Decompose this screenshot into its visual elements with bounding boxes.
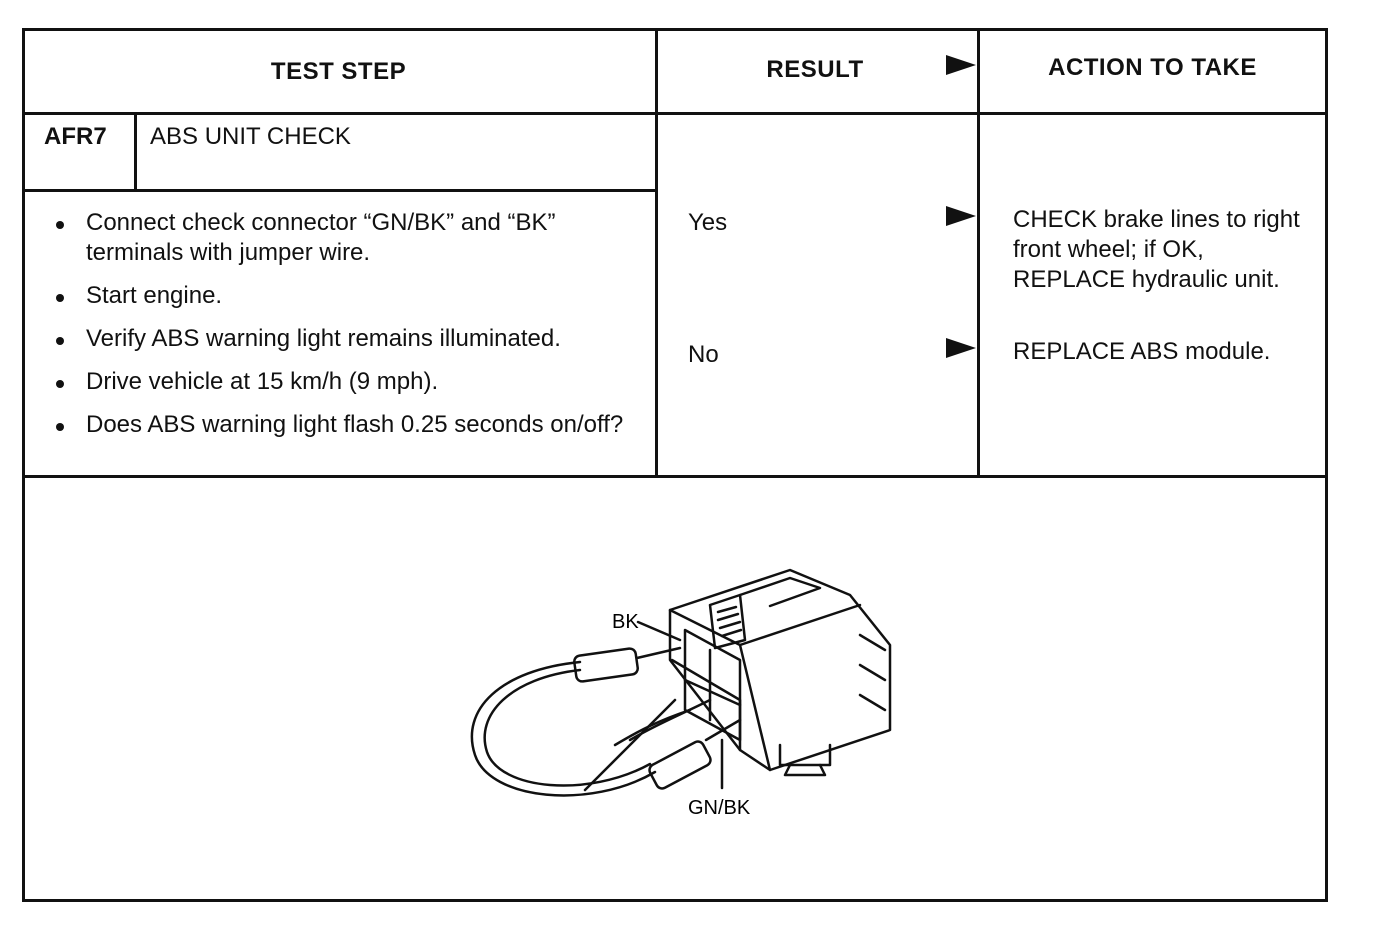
- step-code: AFR7: [44, 123, 107, 150]
- connector-body: [668, 568, 892, 772]
- result-no-arrow-icon: [946, 338, 976, 358]
- list-item: Verify ABS warning light remains illumin…: [56, 324, 656, 354]
- label-bk: BK: [612, 611, 639, 633]
- test-step-list: Connect check connector “GN/BK” and “BK”…: [56, 208, 656, 453]
- list-item: Does ABS warning light flash 0.25 second…: [56, 410, 656, 440]
- header-test-step: TEST STEP: [270, 58, 407, 85]
- list-item: Connect check connector “GN/BK” and “BK”…: [56, 208, 656, 268]
- bk-leader-line: [636, 620, 682, 642]
- header-result: RESULT: [766, 56, 864, 83]
- label-gnbk: GN/BK: [688, 797, 751, 819]
- step-title: ABS UNIT CHECK: [150, 123, 351, 150]
- header-divider: [22, 112, 1328, 115]
- jumper-wire-outer: [470, 660, 657, 797]
- column-divider-result: [655, 28, 658, 478]
- table-frame: [22, 28, 1328, 902]
- result-no: No: [688, 341, 719, 368]
- column-divider-action: [977, 28, 980, 478]
- action-yes: CHECK brake lines to right front wheel; …: [1013, 206, 1300, 293]
- gnbk-probe: [648, 740, 712, 790]
- header-arrow-icon: [946, 55, 976, 75]
- jumper-wire-inner: [483, 668, 652, 787]
- header-action: ACTION TO TAKE: [1048, 54, 1257, 81]
- table-bottom-divider: [22, 475, 1328, 478]
- connector-jumper-diagram: BK GN/BK: [470, 568, 892, 819]
- step-code-divider: [134, 112, 137, 192]
- action-no: REPLACE ABS module.: [1013, 338, 1271, 365]
- result-yes: Yes: [688, 209, 728, 236]
- list-item: Start engine.: [56, 281, 656, 311]
- list-item: Drive vehicle at 15 km/h (9 mph).: [56, 367, 656, 397]
- bk-probe: [573, 647, 639, 683]
- result-yes-arrow-icon: [946, 206, 976, 226]
- step-title-divider: [22, 189, 657, 192]
